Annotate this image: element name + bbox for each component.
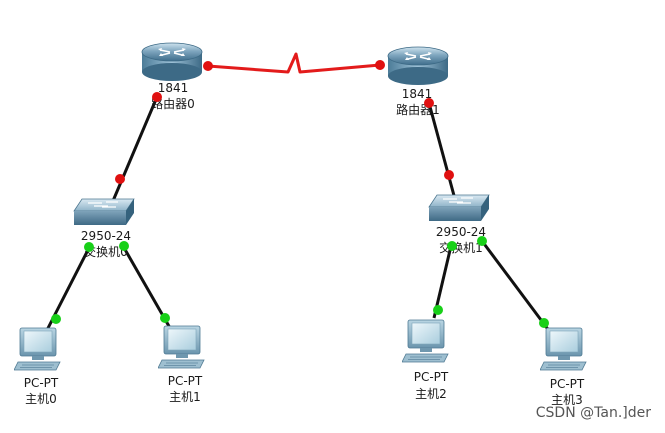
links-layer [43, 52, 552, 335]
pc-icon [402, 319, 449, 363]
router0[interactable]: 1841 路由器0 [141, 42, 203, 111]
router-icon [141, 42, 203, 82]
pc1[interactable]: PC-PT 主机1 [158, 325, 205, 404]
switch0-model: 2950-24 [81, 229, 131, 243]
pc-icon [14, 327, 61, 371]
pc0[interactable]: PC-PT 主机0 [14, 327, 61, 406]
port-status-dot [375, 60, 385, 70]
router-icon [387, 46, 449, 86]
router1[interactable]: 1841 路由器1 [387, 46, 449, 117]
port-status-layer [51, 60, 549, 328]
switch-icon [428, 194, 490, 222]
port-status-dot [152, 92, 162, 102]
pc0-model: PC-PT [24, 376, 59, 390]
port-status-dot [539, 318, 549, 328]
port-status-dot [477, 236, 487, 246]
pc3-model: PC-PT [550, 377, 585, 391]
port-status-dot [444, 170, 454, 180]
port-status-dot [84, 242, 94, 252]
port-status-dot [115, 174, 125, 184]
link-router1-switch1[interactable] [427, 102, 458, 204]
switch1[interactable]: 2950-24 交换机1 [428, 194, 490, 255]
switch-icon [73, 198, 135, 226]
link-router0-switch0[interactable] [108, 96, 159, 209]
pc1-model: PC-PT [168, 374, 203, 388]
pc2[interactable]: PC-PT 主机2 [402, 319, 449, 401]
pc-icon [540, 327, 587, 371]
pc1-name: 主机1 [169, 390, 201, 404]
pc2-name: 主机2 [415, 387, 447, 401]
port-status-dot [160, 313, 170, 323]
link-switch1-pc3[interactable] [480, 240, 552, 333]
switch0-name: 交换机0 [84, 244, 128, 259]
router0-model: 1841 [158, 81, 189, 95]
switch1-name: 交换机1 [439, 240, 483, 255]
port-status-dot [51, 314, 61, 324]
port-status-dot [424, 98, 434, 108]
pc-icon [158, 325, 205, 369]
port-status-dot [119, 241, 129, 251]
router1-model: 1841 [402, 87, 433, 101]
port-status-dot [433, 305, 443, 315]
router0-name: 路由器0 [151, 96, 195, 111]
port-status-dot [203, 61, 213, 71]
watermark: CSDN @Tan.]der [535, 405, 651, 421]
pc0-name: 主机0 [25, 392, 57, 406]
serial-link-router0-router1[interactable] [207, 52, 381, 74]
pc2-model: PC-PT [414, 370, 449, 384]
port-status-dot [447, 241, 457, 251]
switch1-model: 2950-24 [436, 225, 486, 239]
pc3[interactable]: PC-PT 主机3 [540, 327, 587, 407]
switch0[interactable]: 2950-24 交换机0 [73, 198, 135, 259]
pc3-name: 主机3 [551, 393, 583, 407]
